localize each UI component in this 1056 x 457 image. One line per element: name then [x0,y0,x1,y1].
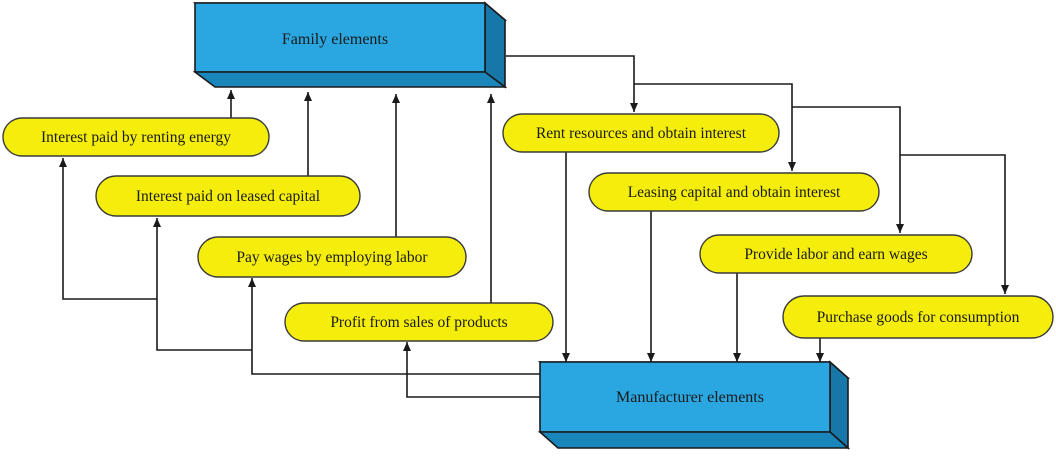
pill-rent-resources: Rent resources and obtain interest [502,113,780,153]
pill-interest-energy: Interest paid by renting energy [2,117,270,157]
pill-profit-sales-label: Profit from sales of products [330,314,507,331]
arrow-family-to-purchase [900,154,1009,294]
connectors [59,55,1009,398]
pill-interest-capital-label: Interest paid on leased capital [136,188,320,205]
arrow-family-to-labor [792,106,904,233]
pill-pay-wages-label: Pay wages by employing labor [236,249,428,266]
pill-purchase-goods: Purchase goods for consumption [782,295,1054,339]
pill-rent-resources-label: Rent resources and obtain interest [536,125,747,142]
arrow-manufacturer-to-capital [153,218,252,351]
pill-profit-sales: Profit from sales of products [284,302,554,342]
pill-provide-labor: Provide labor and earn wages [699,234,973,274]
arrow-family-to-leasing [634,83,796,171]
arrow-family-to-rent [506,55,638,112]
pill-provide-labor-label: Provide labor and earn wages [744,246,927,263]
arrow-manufacturer-to-wages [248,278,540,375]
arrow-manufacturer-to-profit [403,342,540,398]
family-elements-box: Family elements [192,1,508,89]
pill-leasing-capital: Leasing capital and obtain interest [588,172,880,212]
arrow-manufacturer-to-energy [59,158,157,300]
pill-purchase-goods-label: Purchase goods for consumption [817,309,1020,326]
manufacturer-elements-box: Manufacturer elements [537,360,851,450]
pill-leasing-capital-label: Leasing capital and obtain interest [628,184,841,201]
manufacturer-elements-label: Manufacturer elements [616,389,764,406]
pill-interest-capital: Interest paid on leased capital [95,175,361,217]
family-elements-label: Family elements [282,31,388,48]
pill-interest-energy-label: Interest paid by renting energy [41,129,231,146]
pill-pay-wages: Pay wages by employing labor [197,236,467,278]
